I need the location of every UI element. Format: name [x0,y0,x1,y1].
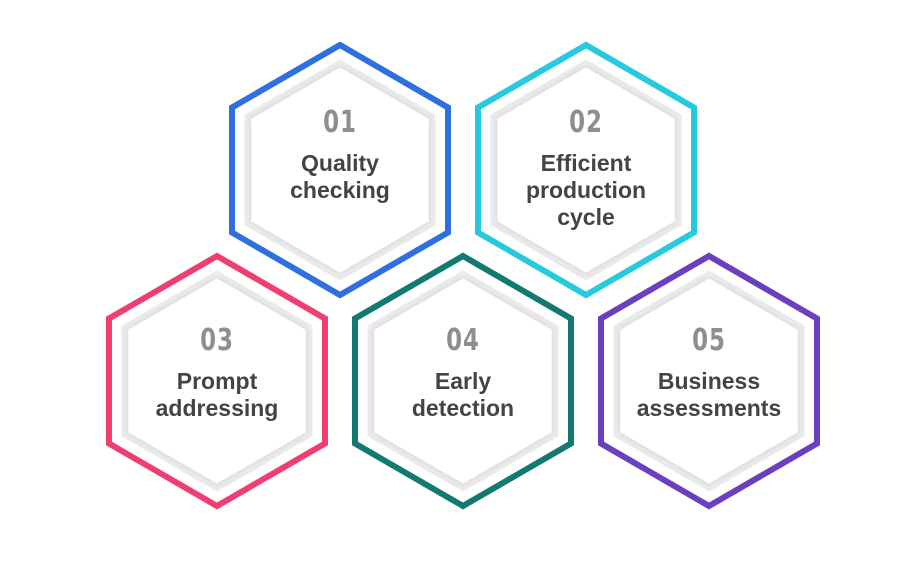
hexagon-4-number: 04 [446,323,480,358]
hexagon-3-label: Prompt addressing [155,368,279,421]
hexagon-2-number: 02 [569,105,603,140]
hexagon-5-number: 05 [692,323,726,358]
hexagon-2-text: 02 Efficient production cycle [491,106,681,231]
hexagon-5-inner [620,278,798,484]
hexagon-5-text: 05 Business assessments [614,324,804,422]
hexagon-5-label: Business assessments [636,368,782,421]
hexagon-2-inner [497,67,675,273]
hexagon-4-text: 04 Early detection [368,324,558,422]
hexagon-3-text: 03 Prompt addressing [122,324,312,422]
hexagon-1 [229,41,451,299]
hexagon-1-label: Quality checking [290,150,390,203]
hexagon-1-inner [251,67,429,273]
hexagon-1-number: 01 [323,105,357,140]
hexagon-2 [475,41,697,299]
hexagon-4-inner [374,278,552,484]
hexagon-3 [106,252,328,510]
hexagon-2-label: Efficient production cycle [525,150,647,230]
hexagon-3-inner [128,278,306,484]
hexagon-4 [352,252,574,510]
hexagon-1-text: 01 Quality checking [245,106,435,204]
hexagon-4-label: Early detection [411,368,515,421]
hexagon-3-number: 03 [200,323,234,358]
hexagon-5 [598,252,820,510]
